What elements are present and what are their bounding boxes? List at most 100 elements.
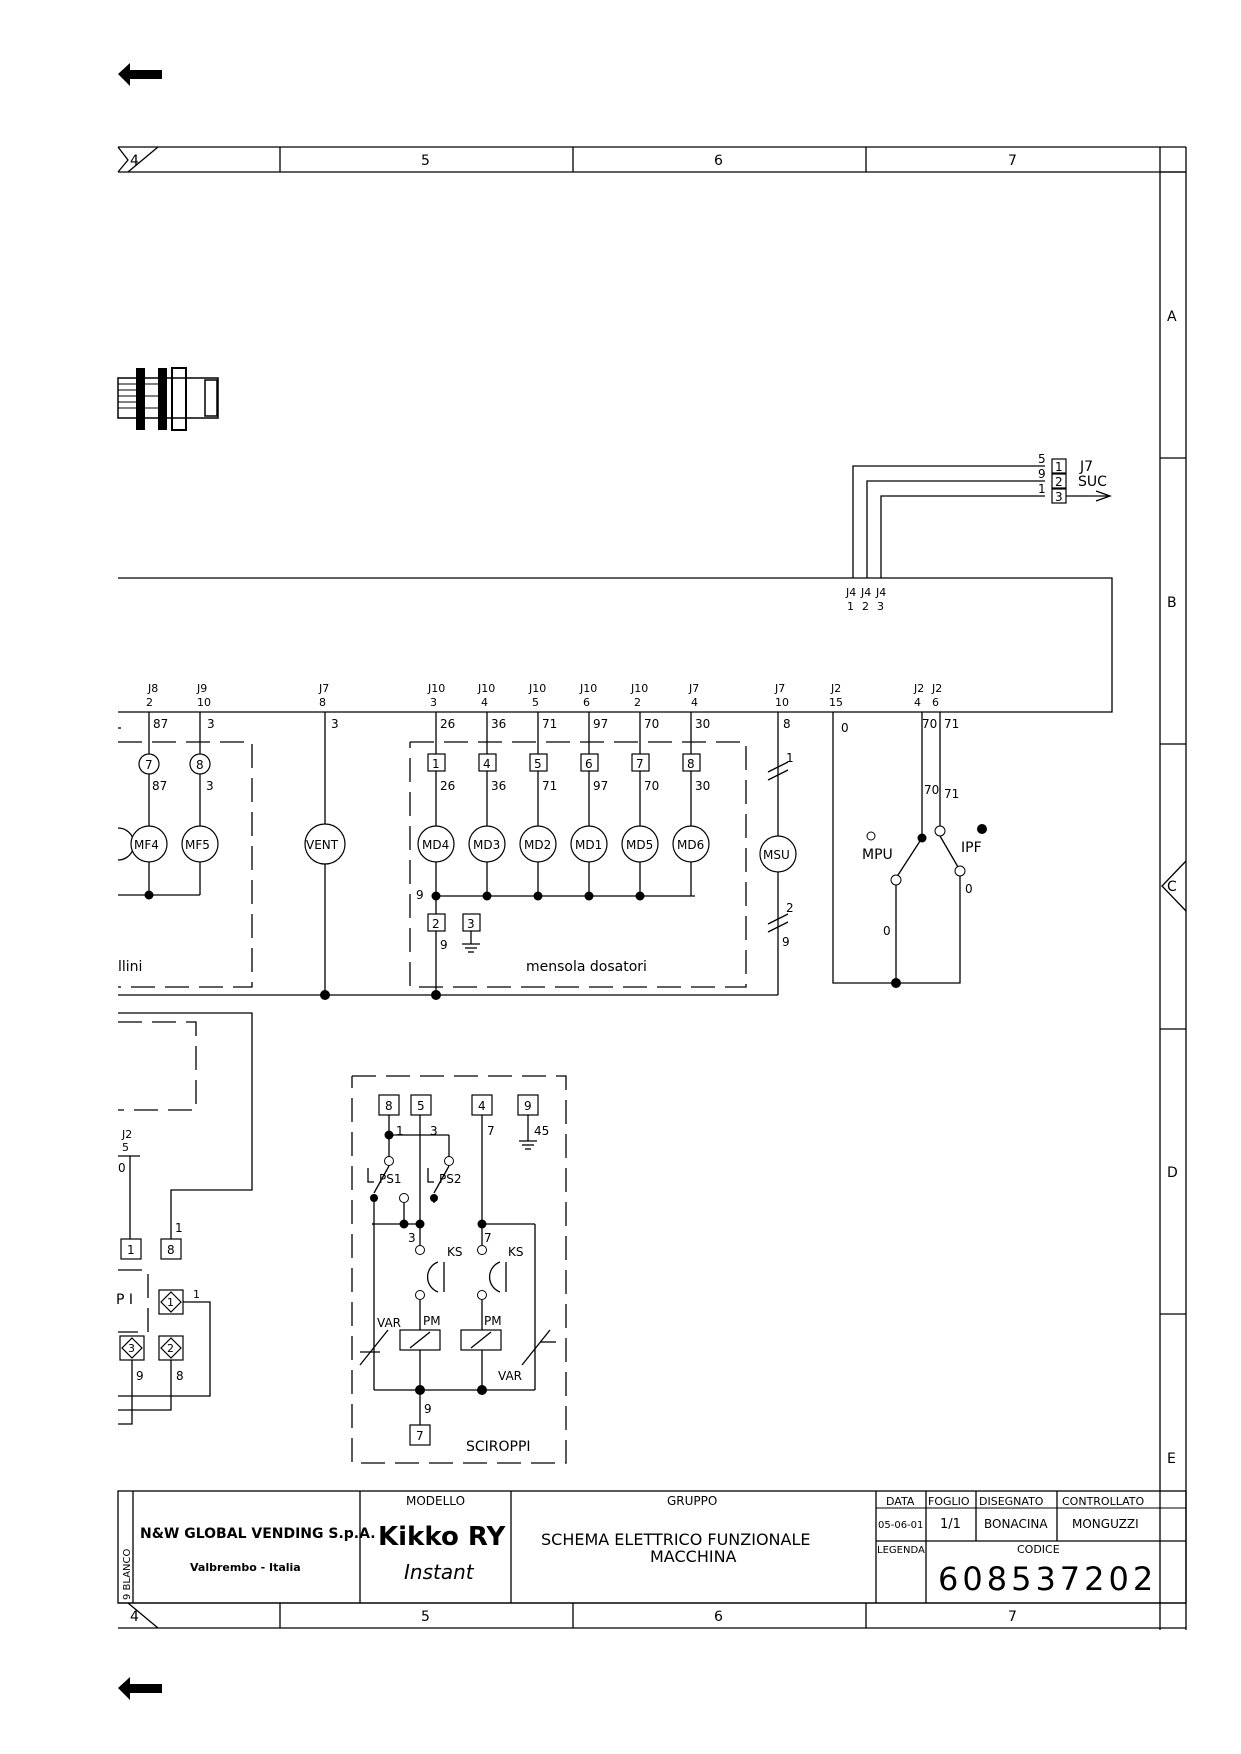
wire-label: 87 (152, 779, 167, 793)
wire-label: 8 (176, 1369, 184, 1383)
doser-terminal-label: 1 (432, 757, 440, 771)
terminal-label: 4 (478, 1099, 486, 1113)
back-arrow-icon-top[interactable] (118, 63, 162, 86)
switch-mpu-ipf: MPU IPF 70 71 0 0 (832, 712, 987, 988)
side-note: 9 BLANCO (122, 1548, 133, 1600)
model-name: Kikko RY (378, 1522, 506, 1552)
motor-label: VENT (306, 838, 339, 852)
company-location: Valbrembo - Italia (190, 1561, 301, 1574)
fan-vent: VENT (304, 712, 346, 995)
switch-label: MPU (862, 847, 893, 863)
row-label: A (1167, 309, 1177, 325)
connector-name: J2 (931, 682, 942, 695)
connector-name: J7 (1079, 459, 1093, 475)
wire-label: 1 (1038, 482, 1046, 496)
connector-name: J8 (147, 682, 158, 695)
pin-label: 10 (775, 696, 789, 709)
wire-label: 7 (484, 1231, 492, 1245)
doser-motor-label: MD2 (524, 838, 551, 852)
column-label: 7 (1008, 153, 1017, 169)
doser-terminal-label: 6 (585, 757, 593, 771)
board-connector-labels: J8 2 J9 10 J7 8 J10 3 J10 4 J10 5 J10 6 … (146, 682, 942, 709)
wire-label: 71 (944, 717, 959, 731)
pin-label: 2 (634, 696, 641, 709)
pin-label: 1 (1055, 460, 1063, 474)
pin-label: 4 (691, 696, 698, 709)
group-label: mensola dosatori (526, 959, 647, 975)
connector-name: J7 (318, 682, 329, 695)
connector-sub: SUC (1078, 474, 1107, 490)
wire-label: 9 (136, 1369, 144, 1383)
pin-label: 6 (583, 696, 590, 709)
column-label: 6 (714, 1609, 723, 1625)
pin-label: 4 (914, 696, 921, 709)
board-wire-labels: 87 3 3 26 36 71 97 70 30 8 0 70 71 (153, 717, 959, 735)
wire-label: 3 (408, 1231, 416, 1245)
pin-label: 5 (532, 696, 539, 709)
drawing-frame (117, 146, 1187, 1630)
model-sub: Instant (404, 1560, 475, 1584)
foglio-value: 1/1 (940, 1517, 961, 1532)
connector-name: J7 (774, 682, 785, 695)
doser-terminal-label: 8 (687, 757, 695, 771)
wire-label: 3 (207, 717, 215, 731)
wire-label: 7 (487, 1124, 495, 1138)
wire-label: 1 (175, 1221, 183, 1235)
doser-wire-label: 26 (440, 779, 455, 793)
motor-mf5: 8 3 MF5 (181, 753, 219, 863)
motor-label: MSU (763, 848, 790, 862)
pin-label: 3 (1055, 490, 1063, 504)
resistor-label: VAR (377, 1316, 401, 1330)
terminal-label: 1 (167, 1296, 174, 1309)
wire-label: 8 (783, 717, 791, 731)
pin-label: 3 (877, 600, 884, 613)
control-board-outline (118, 577, 1113, 713)
resistor-label: VAR (498, 1369, 522, 1383)
wire-label: 1 (193, 1288, 200, 1301)
legenda-label: LEGENDA (877, 1545, 925, 1556)
terminal-label: 8 (167, 1243, 175, 1257)
pin-label: 2 (146, 696, 153, 709)
pin-label: 2 (862, 600, 869, 613)
terminal-label: 8 (196, 758, 204, 772)
wire-label: 0 (841, 721, 849, 735)
column-label: 4 (130, 153, 139, 169)
terminal-label: 2 (167, 1342, 174, 1355)
wire-label: 97 (593, 717, 608, 731)
doser-terminal-label: 5 (534, 757, 542, 771)
foglio-label: FOGLIO (928, 1495, 970, 1508)
row-label: B (1167, 595, 1177, 611)
connector-name: J10 (630, 682, 648, 695)
return-bus (118, 990, 778, 1000)
j4-labels: J4 J4 J4 1 2 3 (845, 586, 886, 613)
motor-label: MF5 (185, 838, 210, 852)
doser-terminal-label: 4 (483, 757, 491, 771)
disegnato-value: BONACINA (984, 1517, 1048, 1531)
connector-name: J10 (427, 682, 445, 695)
terminal-label: 9 (524, 1099, 532, 1113)
connector-name: J2 (913, 682, 924, 695)
doser-motor-label: MD5 (626, 838, 653, 852)
coil-label: PM (484, 1314, 502, 1328)
motor-label: MF4 (134, 838, 159, 852)
back-arrow-icon-bottom[interactable] (118, 1677, 162, 1700)
terminal-label: 7 (416, 1429, 424, 1443)
connector-name: J2 (830, 682, 841, 695)
row-label: E (1167, 1451, 1176, 1467)
connector-name: J10 (528, 682, 546, 695)
terminal-label: 3 (128, 1342, 135, 1355)
modello-label: MODELLO (406, 1494, 465, 1508)
column-label: 7 (1008, 1609, 1017, 1625)
connector-name: J9 (196, 682, 207, 695)
wire-label: 71 (542, 717, 557, 731)
row-label: C (1167, 879, 1177, 895)
data-label: DATA (886, 1495, 915, 1508)
mark-label: 2 (786, 901, 794, 915)
pin-label: 6 (932, 696, 939, 709)
controllato-label: CONTROLLATO (1062, 1495, 1144, 1508)
doser-motor-label: MD6 (677, 838, 704, 852)
group-label: SCIROPPI (466, 1439, 531, 1455)
motor-mf4: 7 87 MF4 (130, 753, 168, 863)
column-label: 6 (714, 153, 723, 169)
